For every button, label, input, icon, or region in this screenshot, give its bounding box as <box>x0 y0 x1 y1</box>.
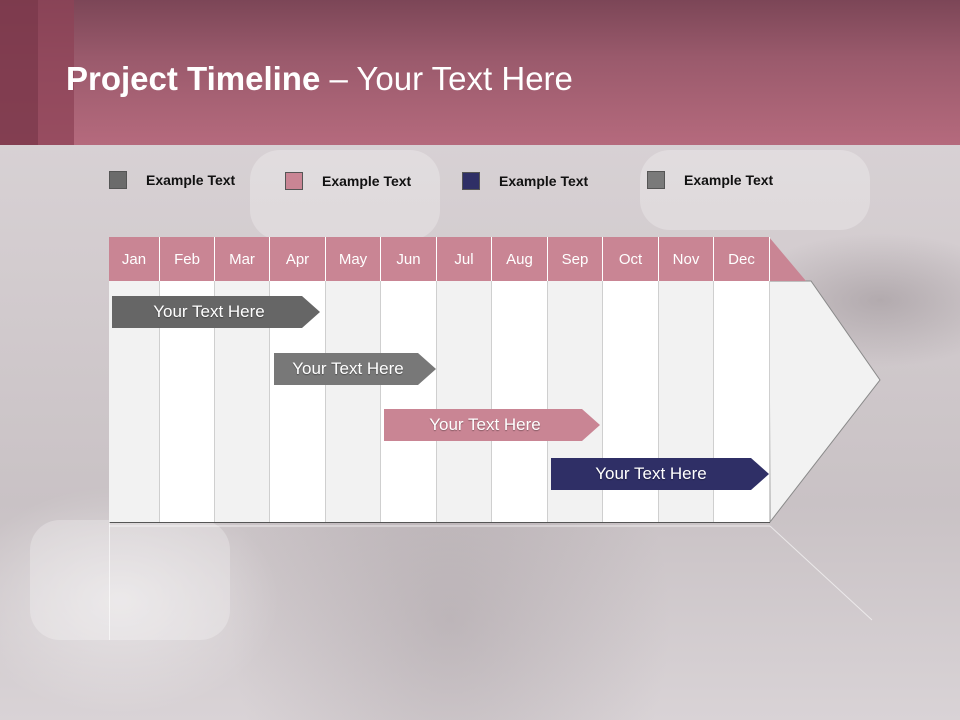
background-car-shape <box>30 520 230 640</box>
month-header-jul: Jul <box>437 237 492 281</box>
legend-label-4: Example Text <box>684 172 774 188</box>
legend-item-3: Example Text <box>462 172 588 190</box>
task-bar-2: Your Text Here <box>274 353 436 385</box>
legend-item-4: Example Text <box>647 171 773 189</box>
task-bar-1: Your Text Here <box>112 296 320 328</box>
legend-item-1: Example Text <box>109 171 235 189</box>
legend-label-2: Example Text <box>322 173 412 189</box>
banner-stripe <box>38 0 74 145</box>
month-header-mar: Mar <box>215 237 270 281</box>
background-car-shape <box>250 150 440 240</box>
legend-swatch-2 <box>285 172 303 190</box>
month-header-may: May <box>326 237 381 281</box>
timeline-reflection-tip <box>769 525 873 621</box>
timeline-arrow-body <box>768 280 881 524</box>
legend-label-3: Example Text <box>499 173 589 189</box>
month-header-oct: Oct <box>603 237 659 281</box>
month-header-feb: Feb <box>160 237 215 281</box>
task-bar-4: Your Text Here <box>551 458 769 490</box>
banner-stripe <box>0 0 38 145</box>
legend-label-1: Example Text <box>146 172 236 188</box>
month-header-aug: Aug <box>492 237 548 281</box>
month-column-jun <box>381 281 437 522</box>
month-column-jul <box>437 281 492 522</box>
month-header-nov: Nov <box>659 237 714 281</box>
month-header-jan: Jan <box>109 237 160 281</box>
title-banner: Project Timeline – Your Text Here <box>0 0 960 145</box>
legend-swatch-4 <box>647 171 665 189</box>
month-column-aug <box>492 281 548 522</box>
legend-swatch-3 <box>462 172 480 190</box>
legend-item-2: Example Text <box>285 172 411 190</box>
task-bar-3: Your Text Here <box>384 409 600 441</box>
month-header-apr: Apr <box>270 237 326 281</box>
page-title: Project Timeline – Your Text Here <box>66 60 573 98</box>
month-header-jun: Jun <box>381 237 437 281</box>
title-bold: Project Timeline <box>66 60 321 97</box>
background-car-shape <box>640 150 870 230</box>
month-header-dec: Dec <box>714 237 770 281</box>
legend-swatch-1 <box>109 171 127 189</box>
title-rest: – Your Text Here <box>320 60 573 97</box>
timeline-arrow-tip-header <box>769 237 806 281</box>
month-column-may <box>326 281 381 522</box>
month-header-sep: Sep <box>548 237 603 281</box>
